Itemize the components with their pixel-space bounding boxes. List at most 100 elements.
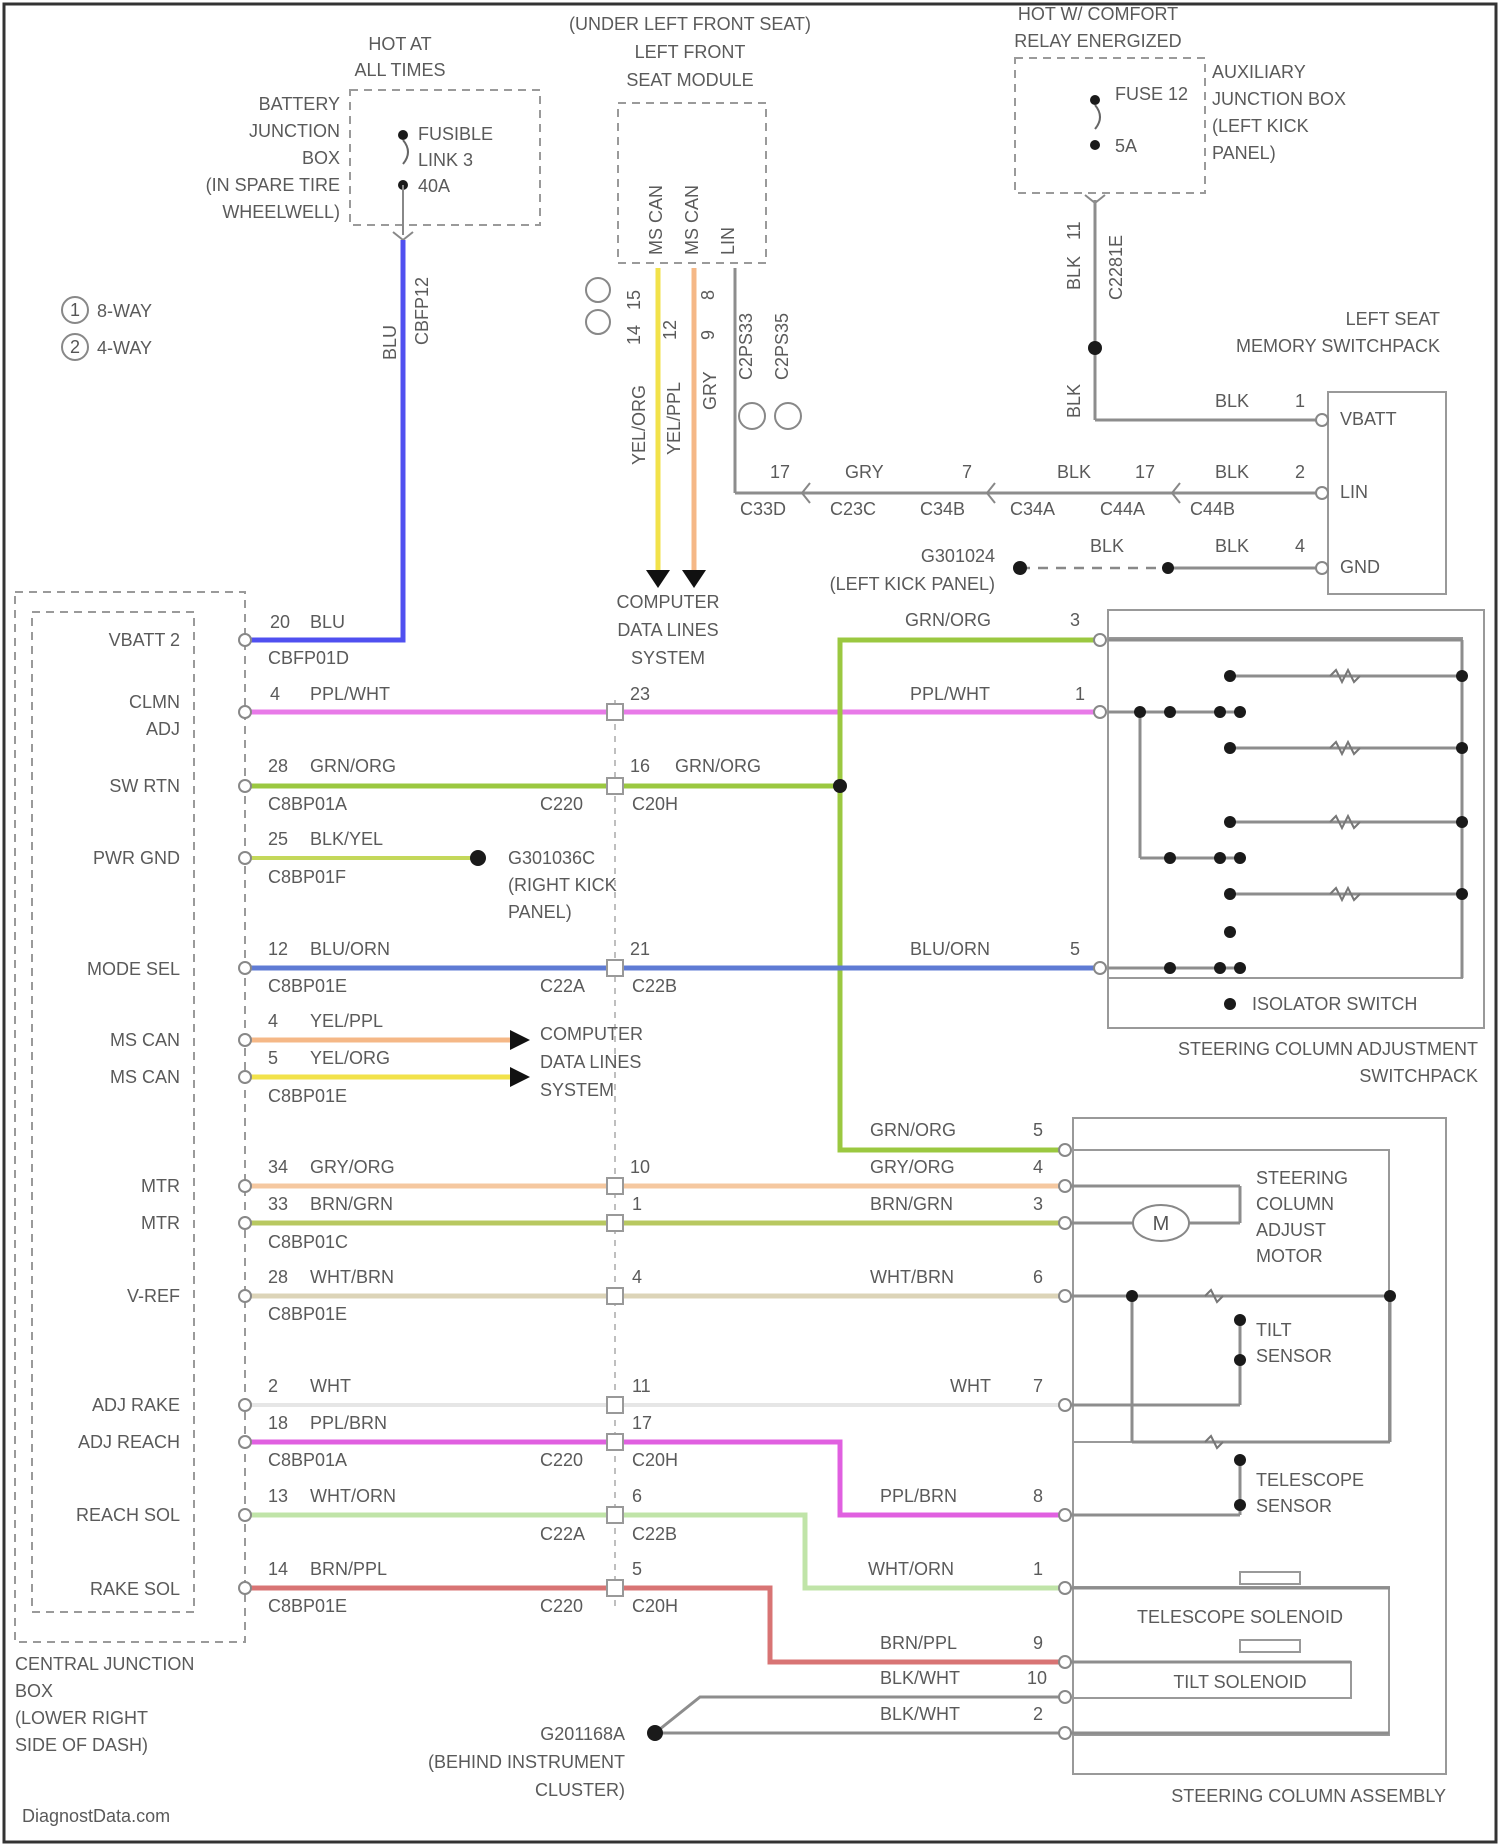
watermark: DiagnostData.com (22, 1806, 170, 1826)
aux-fuse-1: FUSE 12 (1115, 84, 1188, 104)
cjb-pin-clmn: CLMN (129, 692, 180, 712)
gnd2-num: 2 (1033, 1704, 1043, 1724)
vref-mid: 4 (632, 1267, 642, 1287)
memory-ground-dot (1013, 561, 1027, 575)
aux-name-4: PANEL) (1212, 143, 1276, 163)
seat-conn-legend-1 (739, 403, 765, 429)
adjustment-switchpack-outer (1108, 610, 1484, 1028)
swrtn-top-color: GRN/ORG (905, 610, 991, 630)
reachsol-c1: C22A (540, 1524, 585, 1544)
grn-bottom-color: GRN/ORG (870, 1120, 956, 1140)
seat-module-title-2: SEAT MODULE (626, 70, 753, 90)
seat-wire-gry: GRY (700, 371, 720, 410)
reach-conn: C8BP01A (268, 1450, 347, 1470)
seat-module-title-1: LEFT FRONT (635, 42, 746, 62)
memory-wire-3-color: BLK (1215, 536, 1249, 556)
reach-mid: 17 (632, 1413, 652, 1433)
reach-c1: C220 (540, 1450, 583, 1470)
chain-c44b: C44B (1190, 499, 1235, 519)
swrtn-c1: C220 (540, 794, 583, 814)
battery-box-name-4: (IN SPARE TIRE (206, 175, 340, 195)
pwrgnd-num: 25 (268, 829, 288, 849)
legend-1-label: 8-WAY (97, 301, 152, 321)
seat-wire-yel-ppl: YEL/PPL (664, 382, 684, 455)
tele-sensor-2: SENSOR (1256, 1496, 1332, 1516)
chain-c23c: C23C (830, 499, 876, 519)
clmn-right-color: PPL/WHT (910, 684, 990, 704)
sw-rtn-splice (833, 779, 847, 793)
mtr1-mid: 10 (630, 1157, 650, 1177)
assembly-ground-dot (647, 1725, 663, 1741)
seat-pin-ms-can-2: MS CAN (682, 185, 702, 255)
gnd1-color: BLK/WHT (880, 1668, 960, 1688)
seat-wire-yel-org: YEL/ORG (629, 385, 649, 465)
seat-pin-ms-can-1: MS CAN (646, 185, 666, 255)
adjustment-switchpack-inner (1108, 638, 1462, 978)
seat-pin-num-14: 14 (624, 325, 644, 345)
reachsol-num: 13 (268, 1486, 288, 1506)
diagram-border (4, 4, 1496, 1842)
cjb-pin-adj: ADJ (146, 719, 180, 739)
aux-name-1: AUXILIARY (1212, 62, 1306, 82)
aux-fuse-top (1090, 95, 1100, 105)
seat-pin-num-15: 15 (624, 290, 644, 310)
assembly-pin-markers (1059, 414, 1328, 1739)
cjb-pin-markers (239, 634, 251, 1594)
mtr2-right-color: BRN/GRN (870, 1194, 953, 1214)
aux-blk-lower: BLK (1064, 384, 1084, 418)
assembly-ground-2: (BEHIND INSTRUMENT (428, 1752, 625, 1772)
mscan-num-1: 4 (268, 1011, 278, 1031)
vref-color: WHT/BRN (310, 1267, 394, 1287)
gnd1-num: 10 (1027, 1668, 1047, 1688)
rake-mid: 11 (632, 1376, 651, 1396)
swrtn-mid-color: GRN/ORG (675, 756, 761, 776)
cjb-name-1: CENTRAL JUNCTION (15, 1654, 194, 1674)
tele-sensor-1: TELESCOPE (1256, 1470, 1364, 1490)
seat-conn-2: C2PS35 (772, 313, 792, 380)
chain-c34a: C34A (1010, 499, 1055, 519)
reach-right-num: 8 (1033, 1486, 1043, 1506)
modesel-mid: 21 (630, 939, 650, 959)
reach-num: 18 (268, 1413, 288, 1433)
tilt-sensor-1: TILT (1256, 1320, 1292, 1340)
vbatt-conn: CBFP01D (268, 648, 349, 668)
seat-pin-num-9: 9 (698, 330, 718, 340)
chain-17a: 17 (770, 462, 790, 482)
central-junction-box-outer (15, 592, 245, 1642)
cjb-pin-v-ref: V-REF (127, 1286, 180, 1306)
cjb-pin-sw-rtn: SW RTN (109, 776, 180, 796)
hot-comfort-1: HOT W/ COMFORT (1018, 4, 1178, 24)
mscan-num-2: 5 (268, 1048, 278, 1068)
rake-right-color: WHT (950, 1376, 991, 1396)
mscan-color-1: YEL/PPL (310, 1011, 383, 1031)
vref-conn: C8BP01E (268, 1304, 347, 1324)
hot-comfort-2: RELAY ENERGIZED (1014, 31, 1181, 51)
chain-c33d: C33D (740, 499, 786, 519)
mtr1-num: 34 (268, 1157, 288, 1177)
swrtn-c2: C20H (632, 794, 678, 814)
swrtn-color: GRN/ORG (310, 756, 396, 776)
motor-name-3: ADJUST (1256, 1220, 1326, 1240)
assembly-ground-3: CLUSTER) (535, 1780, 625, 1800)
aux-fuse-bottom (1090, 140, 1100, 150)
mscan-data-lines-2: DATA LINES (540, 1052, 641, 1072)
swrtn-top-num: 3 (1070, 610, 1080, 630)
central-junction-box-inner (32, 612, 194, 1612)
fusible-link-symbol (403, 140, 408, 164)
motor-name-2: COLUMN (1256, 1194, 1334, 1214)
seat-conn-legend-2 (775, 403, 801, 429)
mtr1-color: GRY/ORG (310, 1157, 395, 1177)
seat-arrow-2 (682, 570, 706, 588)
memory-pin-gnd: GND (1340, 557, 1380, 577)
rake-num: 2 (268, 1376, 278, 1396)
pwrgnd-ground-2: (RIGHT KICK (508, 875, 617, 895)
mscan-conn: C8BP01E (268, 1086, 347, 1106)
vbatt-num: 20 (270, 612, 290, 632)
reachsol-color: WHT/ORN (310, 1486, 396, 1506)
fusible-link-3: 40A (418, 176, 450, 196)
vbatt-color: BLU (310, 612, 345, 632)
swrtn-mid: 16 (630, 756, 650, 776)
battery-box-name-2: JUNCTION (249, 121, 340, 141)
data-lines-3: SYSTEM (631, 648, 705, 668)
modesel-color: BLU/ORN (310, 939, 390, 959)
